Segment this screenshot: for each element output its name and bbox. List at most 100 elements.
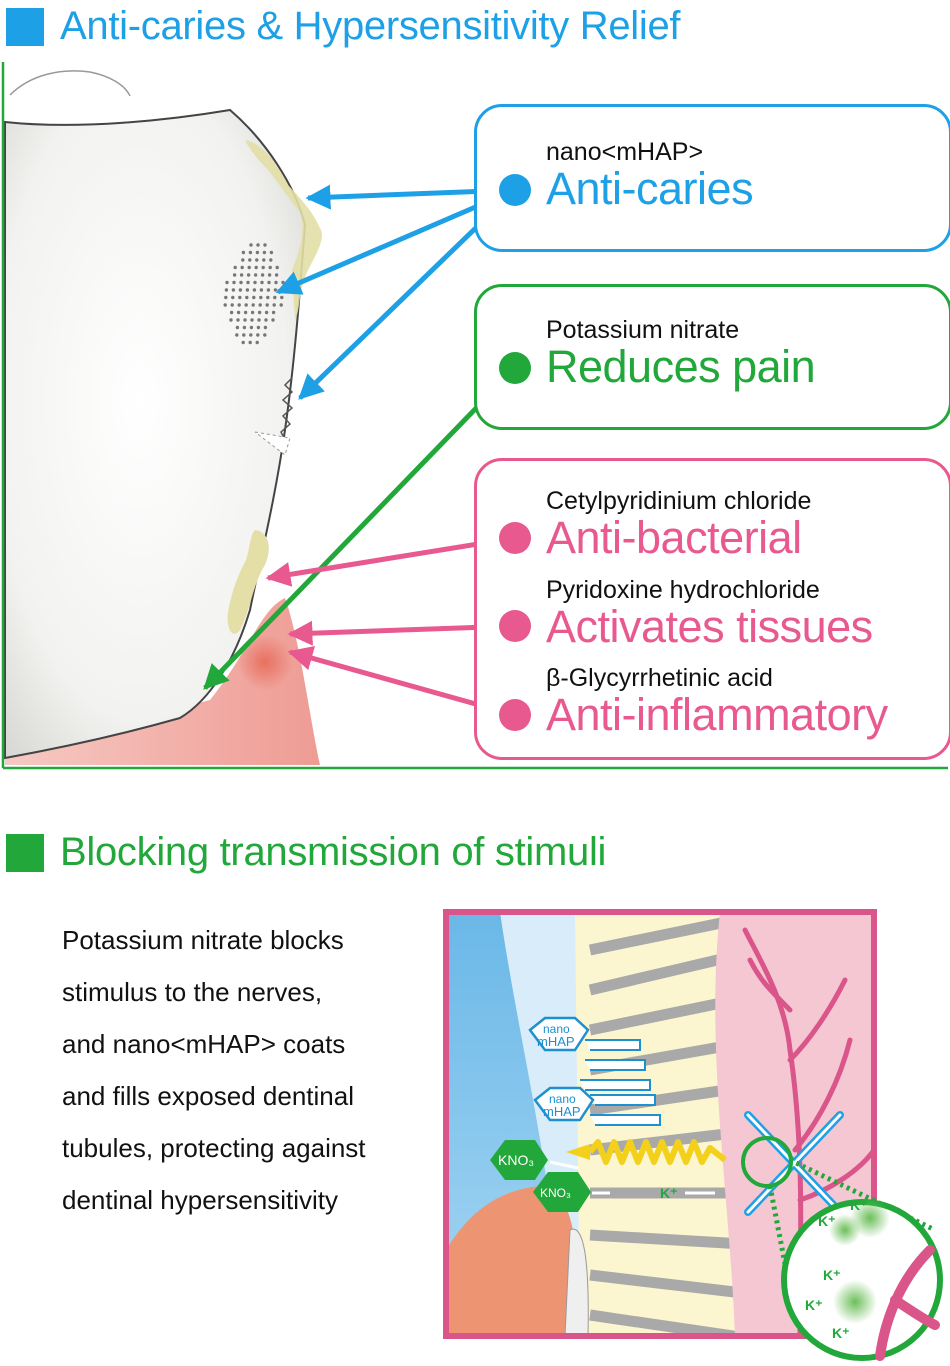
enamel-dot [225, 280, 229, 285]
k-glow-2 [829, 1214, 861, 1246]
nano2-top-label: nano [549, 1092, 576, 1106]
callout-box-anti-caries [474, 104, 950, 252]
nano-mhap-2 [533, 1086, 661, 1126]
enamel-dot [257, 310, 262, 315]
enamel-dot [240, 265, 244, 270]
enamel-dot [250, 318, 254, 322]
enamel-dot [260, 280, 264, 285]
enamel-dot [229, 318, 233, 322]
enamel-dot [269, 258, 273, 262]
panel-frame [443, 909, 877, 1339]
zoom-k-ion-2: K⁺ [850, 1197, 868, 1213]
zoom-k-ion-5: K⁺ [832, 1325, 850, 1341]
enamel-dot [239, 273, 244, 277]
section-title-blocking: Blocking transmission of stimuli [6, 830, 606, 875]
description-line: tubules, protecting against [62, 1133, 366, 1163]
callout-label-reduces-pain: Reduces pain [546, 341, 816, 392]
green-dot [499, 352, 531, 384]
enamel-dot [231, 288, 236, 292]
callout-sub-anti-caries: nano<mHAP> [546, 138, 704, 166]
enamel-dot [233, 265, 237, 270]
enamel-dot [249, 325, 254, 330]
enamel-dot [264, 318, 268, 322]
k-glow-3 [833, 1280, 877, 1324]
callout-sub-anti-inflammatory: β-Glycyrrhetinic acid [546, 664, 773, 692]
description-line: dentinal hypersensitivity [62, 1185, 339, 1215]
description-line: stimulus to the nerves, [62, 977, 323, 1007]
enamel-dot [242, 333, 246, 337]
enamel-dot [242, 325, 247, 330]
enamel-dot [239, 280, 243, 285]
callout-label-activates-tissues: Activates tissues [546, 601, 873, 652]
blue-dot [499, 174, 531, 206]
enamel-dot [268, 265, 272, 270]
nano2-bottom-label: mHAP [543, 1104, 581, 1119]
enamel-dot [280, 295, 284, 300]
enamel-dot [241, 258, 245, 262]
enamel-dot [235, 325, 240, 330]
nano1-top-label: nano [543, 1022, 570, 1036]
section-marker-icon [6, 7, 44, 46]
enamel-dot [259, 295, 263, 300]
callout-label-anti-caries: Anti-caries [546, 163, 754, 214]
enamel-dot [256, 333, 260, 337]
pink-dot-3 [499, 699, 531, 731]
kno3-hexagon-2 [533, 1172, 591, 1212]
enamel-dot [258, 303, 262, 307]
enamel-dot [279, 303, 283, 307]
enamel-dot [251, 303, 255, 307]
callout-dots [499, 174, 531, 731]
zoom-k-ion-3: K⁺ [823, 1267, 841, 1283]
callout-label-anti-inflammatory: Anti-inflammatory [546, 689, 888, 740]
enamel-dot [249, 333, 253, 337]
enamel-dot [247, 265, 251, 270]
enamel-dot [261, 265, 265, 270]
enamel-chip [254, 431, 291, 456]
enamel-dot [243, 310, 248, 315]
enamel-dot [271, 318, 275, 322]
enamel-dot [244, 303, 248, 307]
k-ion-label: K⁺ [660, 1185, 678, 1201]
enamel-dot [238, 295, 242, 300]
enamel-dot [224, 295, 228, 300]
gum-inflammation [237, 634, 293, 690]
pink-dot-2 [499, 610, 531, 642]
enamel-dot [248, 340, 252, 345]
enamel-dot [253, 280, 257, 285]
section-title-text: Anti-caries & Hypersensitivity Relief [60, 4, 681, 48]
enamel-dot [262, 250, 267, 255]
zoom-k-ion-1: K⁺ [818, 1213, 836, 1229]
enamel-dot [235, 333, 239, 337]
section-title-text: Blocking transmission of stimuli [60, 830, 607, 874]
enamel-dot [236, 310, 241, 315]
enamel-dot [262, 258, 266, 262]
enamel-dot [249, 243, 253, 247]
enamel-dot [272, 303, 276, 307]
enamel-dot [229, 310, 234, 315]
enamel-dot [245, 295, 249, 300]
enamel-dot [269, 250, 274, 255]
enamel-dot [266, 288, 271, 292]
enamel-dot [271, 310, 276, 315]
enamel-dot [266, 295, 270, 300]
plaque-bottom [227, 530, 269, 634]
enamel-dot [223, 303, 227, 307]
enamel-dot [252, 288, 257, 292]
callout-sub-reduces-pain: Potassium nitrate [546, 316, 740, 344]
enamel-dot [241, 340, 245, 345]
enamel-dot [257, 318, 261, 322]
enamel-dot [260, 273, 265, 277]
enamel-dot [256, 243, 260, 247]
enamel-dot [238, 288, 243, 292]
kno3-label-1: KNO₃ [498, 1152, 534, 1168]
enamel-dot [264, 310, 269, 315]
enamel-dot [252, 295, 256, 300]
zoom-nerve [875, 1245, 940, 1361]
enamel-dot [256, 325, 261, 330]
enamel-damage [280, 377, 294, 441]
callout-sub-anti-bacterial: Cetylpyridinium chloride [546, 487, 812, 515]
description-line: and fills exposed dentinal [62, 1081, 354, 1111]
description-line: and nano<mHAP> coats [62, 1029, 346, 1059]
enamel-dot [245, 288, 250, 292]
gum-bottom [446, 1186, 580, 1336]
